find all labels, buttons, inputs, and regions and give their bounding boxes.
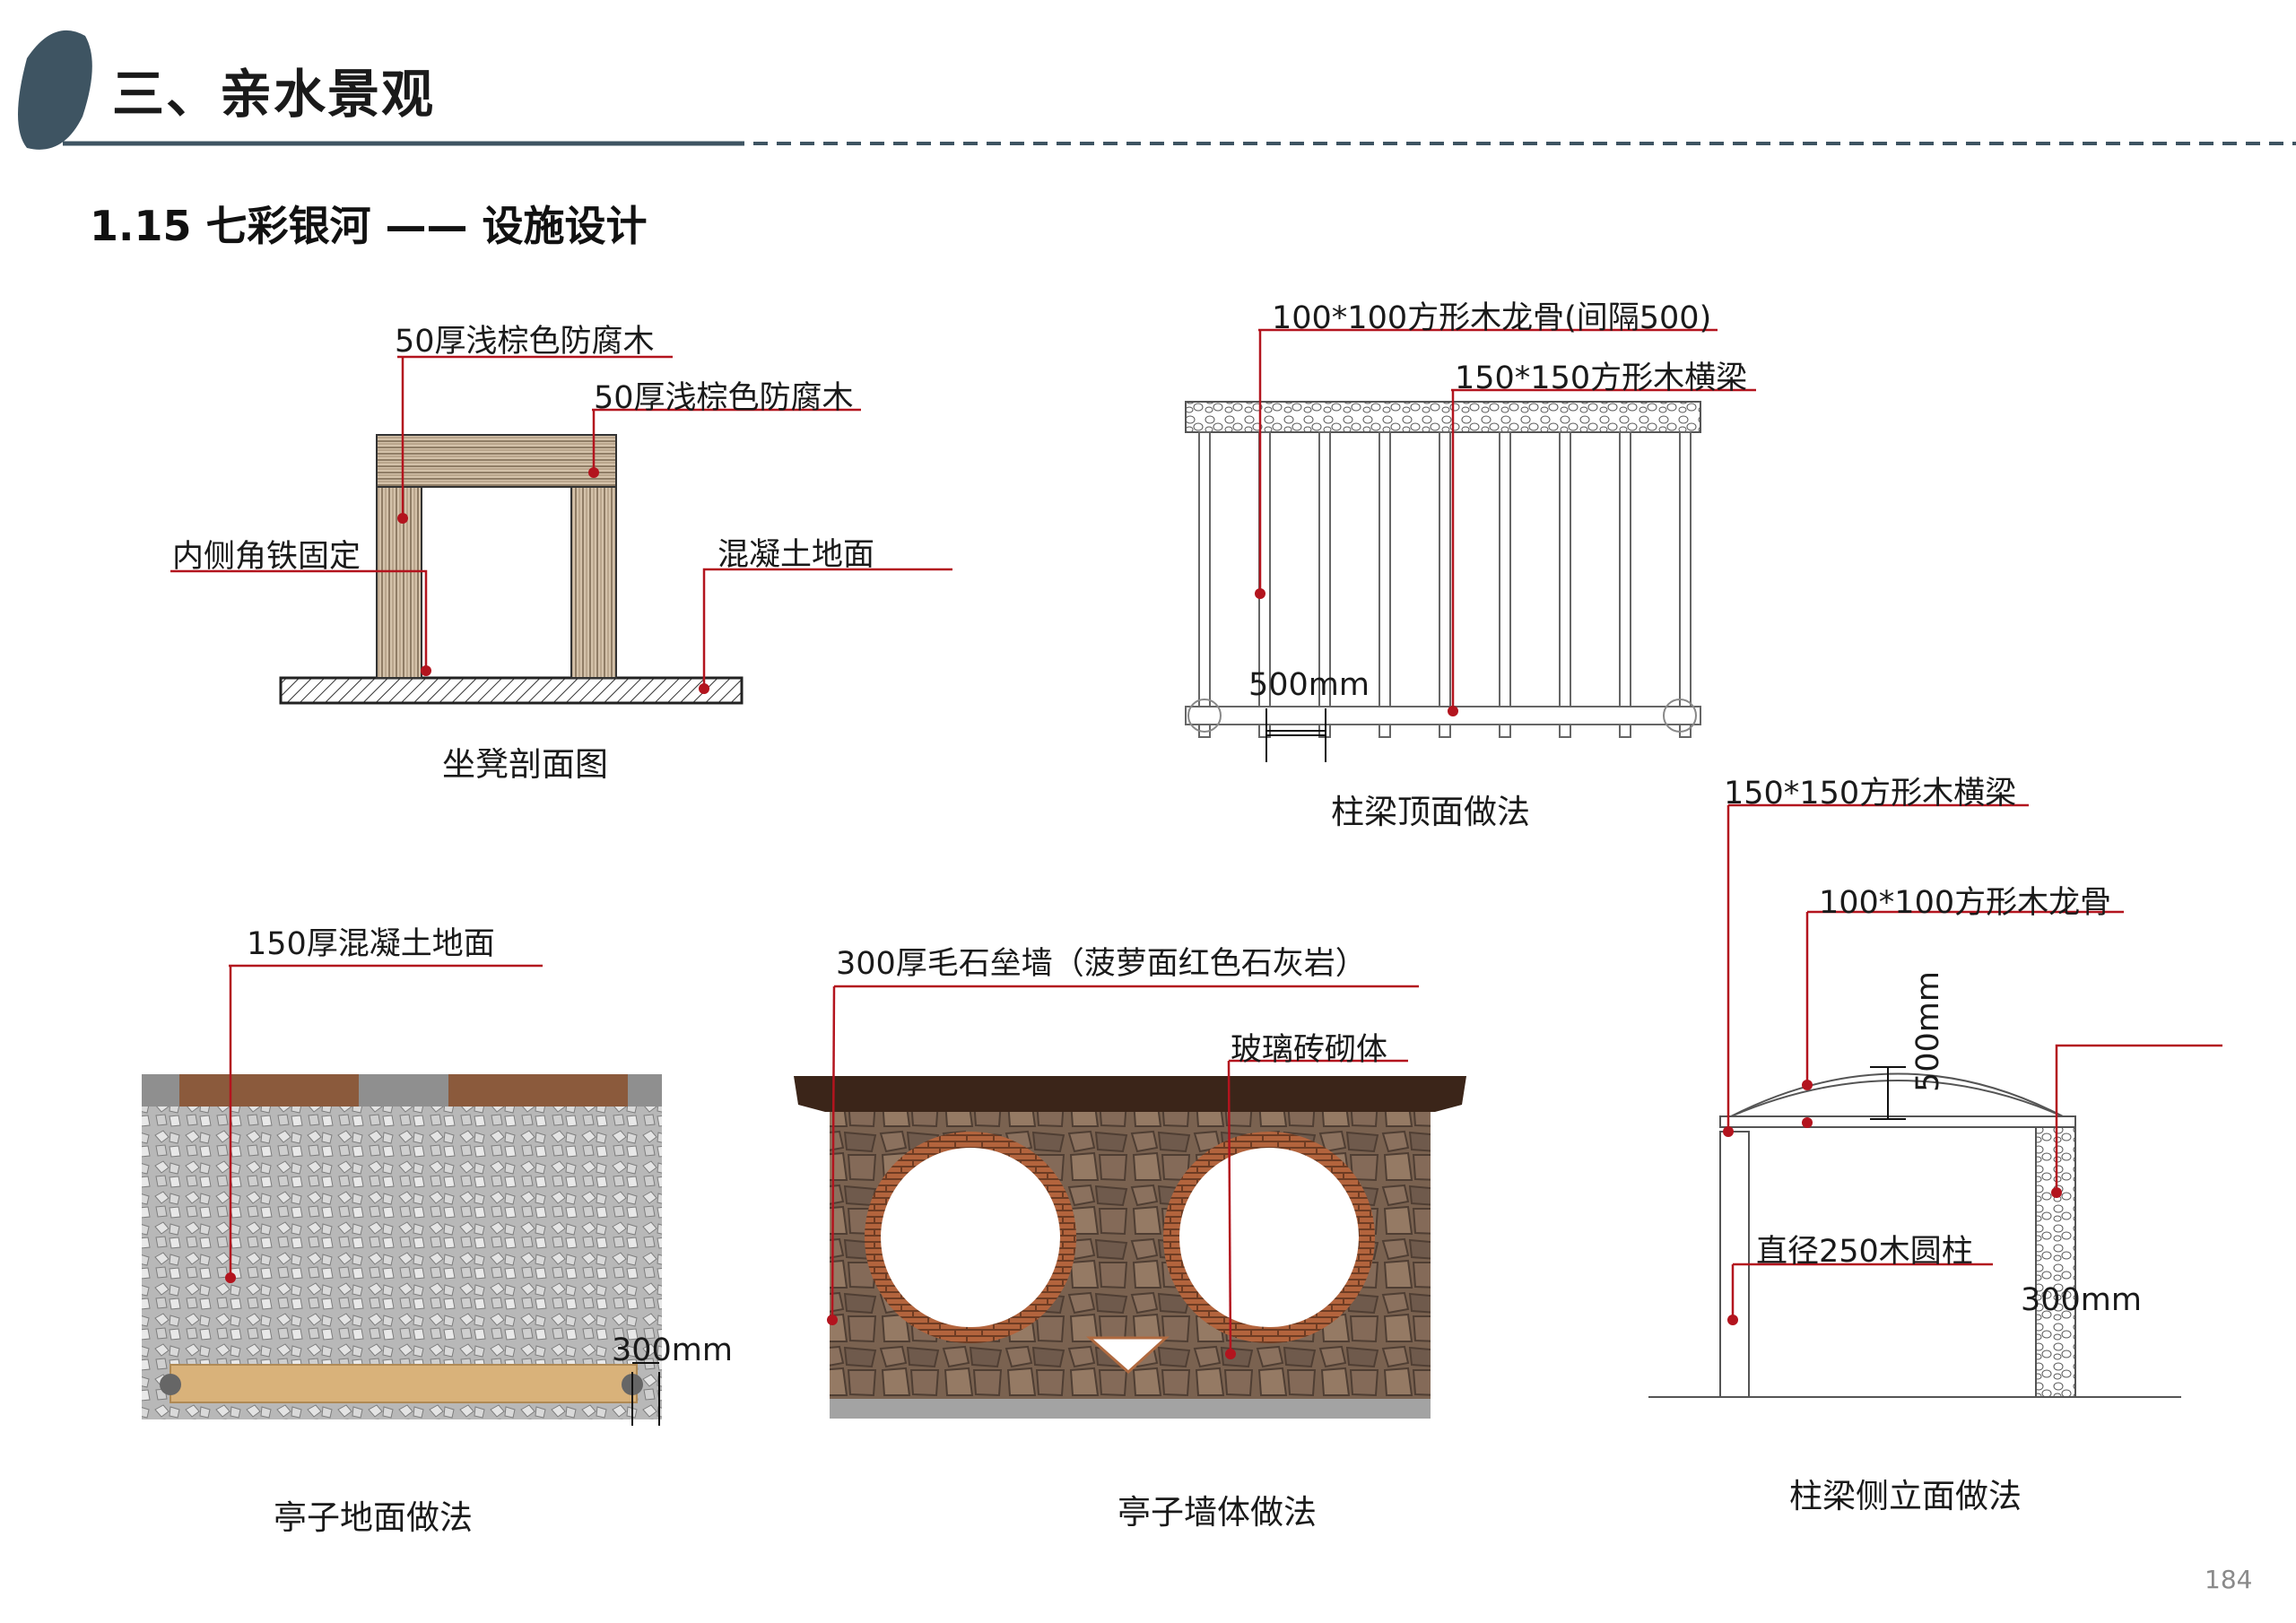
header-ornament	[18, 30, 2296, 150]
wood-beam	[170, 1364, 638, 1403]
moon-window-right	[1179, 1148, 1359, 1327]
side-label-beam: 150*150方形木横梁	[1724, 776, 2017, 812]
joists	[1198, 431, 1692, 738]
leader-dots	[225, 467, 2062, 1359]
side-beam	[1719, 1115, 2076, 1128]
pergola-top-label-beam: 150*150方形木横梁	[1455, 360, 1748, 396]
floor-dimension: 300mm	[612, 1332, 733, 1368]
wall-cap	[794, 1076, 1466, 1112]
pergola-top-drawing	[1185, 401, 1701, 762]
floor-caption: 亭子地面做法	[274, 1498, 473, 1537]
bench-label-bracket: 内侧角铁固定	[172, 539, 361, 575]
bench-top	[376, 434, 617, 488]
floor-label-concrete: 150厚混凝土地面	[247, 926, 495, 962]
concrete-floor	[142, 1074, 662, 1419]
bench-leg-left	[376, 483, 422, 679]
pavilion-floor-drawing	[142, 1074, 662, 1426]
bottom-beam	[1185, 706, 1701, 725]
side-label-column: 直径250木圆柱	[1756, 1234, 1973, 1270]
top-beam	[1185, 401, 1701, 433]
page-number: 184	[2205, 1565, 2253, 1594]
side-dimension-column: 300mm	[2021, 1282, 2142, 1318]
page-subtitle: 1.15 七彩银河 —— 设施设计	[90, 202, 648, 250]
pergola-top-caption: 柱梁顶面做法	[1331, 793, 1530, 831]
leader-lines	[170, 328, 2222, 1355]
bench-caption: 坐凳剖面图	[442, 745, 608, 784]
moon-window-left	[881, 1148, 1060, 1327]
bench-leg-right	[570, 483, 617, 679]
wall-caption: 亭子墙体做法	[1118, 1493, 1317, 1532]
wall-base	[830, 1399, 1431, 1419]
dimension-500	[1265, 708, 1326, 762]
wall-label-glass: 玻璃砖砌体	[1231, 1032, 1388, 1068]
side-label-joist: 100*100方形木龙骨	[1819, 885, 2112, 921]
side-dimension-arch: 500mm	[1910, 971, 1946, 1092]
bench-label-top: 50厚浅棕色防腐木	[395, 324, 655, 360]
wall-label-stone: 300厚毛石垒墙（菠萝面红色石灰岩）	[836, 946, 1367, 982]
bench-label-seat: 50厚浅棕色防腐木	[594, 380, 854, 416]
pavilion-wall-drawing	[794, 1076, 1466, 1419]
bench-label-ground: 混凝土地面	[718, 537, 875, 573]
pergola-top-label-joist: 100*100方形木龙骨(间隔500)	[1272, 300, 1712, 336]
side-caption: 柱梁侧立面做法	[1789, 1477, 2022, 1515]
bench-section-drawing	[279, 434, 744, 705]
leaf-logo-icon	[18, 30, 92, 150]
concrete-ground	[279, 676, 744, 705]
section-title: 三、亲水景观	[112, 64, 436, 125]
pergola-top-dimension: 500mm	[1248, 667, 1370, 703]
